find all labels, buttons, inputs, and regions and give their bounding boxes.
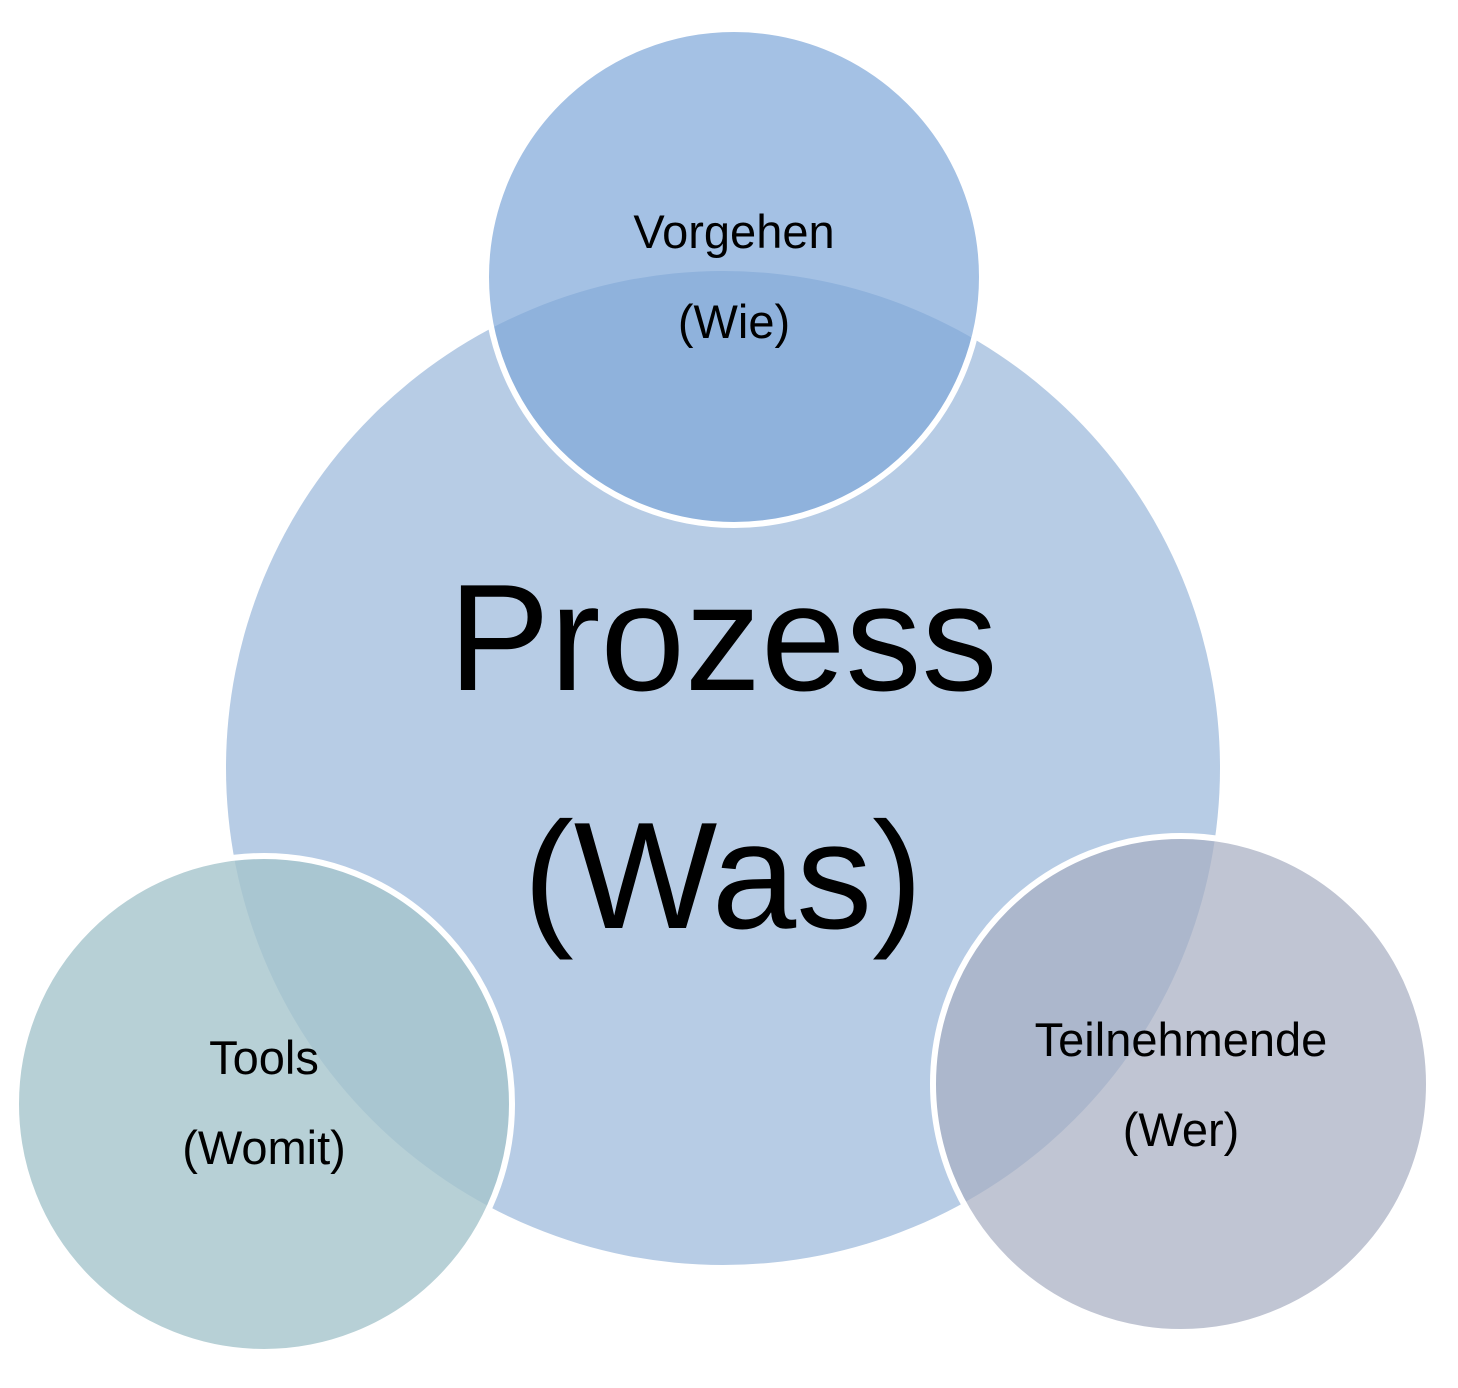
vorgehen-circle bbox=[483, 26, 985, 528]
tools-title: Tools bbox=[209, 1031, 319, 1084]
tools-circle bbox=[13, 853, 515, 1355]
teilnehmende-circle bbox=[930, 833, 1432, 1335]
tools-subtitle: (Womit) bbox=[182, 1121, 346, 1174]
teilnehmende-subtitle: (Wer) bbox=[1123, 1103, 1240, 1156]
teilnehmende-title: Teilnehmende bbox=[1035, 1013, 1328, 1066]
vorgehen-title: Vorgehen bbox=[633, 205, 834, 258]
vorgehen-subtitle: (Wie) bbox=[678, 295, 790, 348]
prozess-subtitle: (Was) bbox=[523, 791, 923, 961]
prozess-title: Prozess bbox=[448, 553, 997, 723]
